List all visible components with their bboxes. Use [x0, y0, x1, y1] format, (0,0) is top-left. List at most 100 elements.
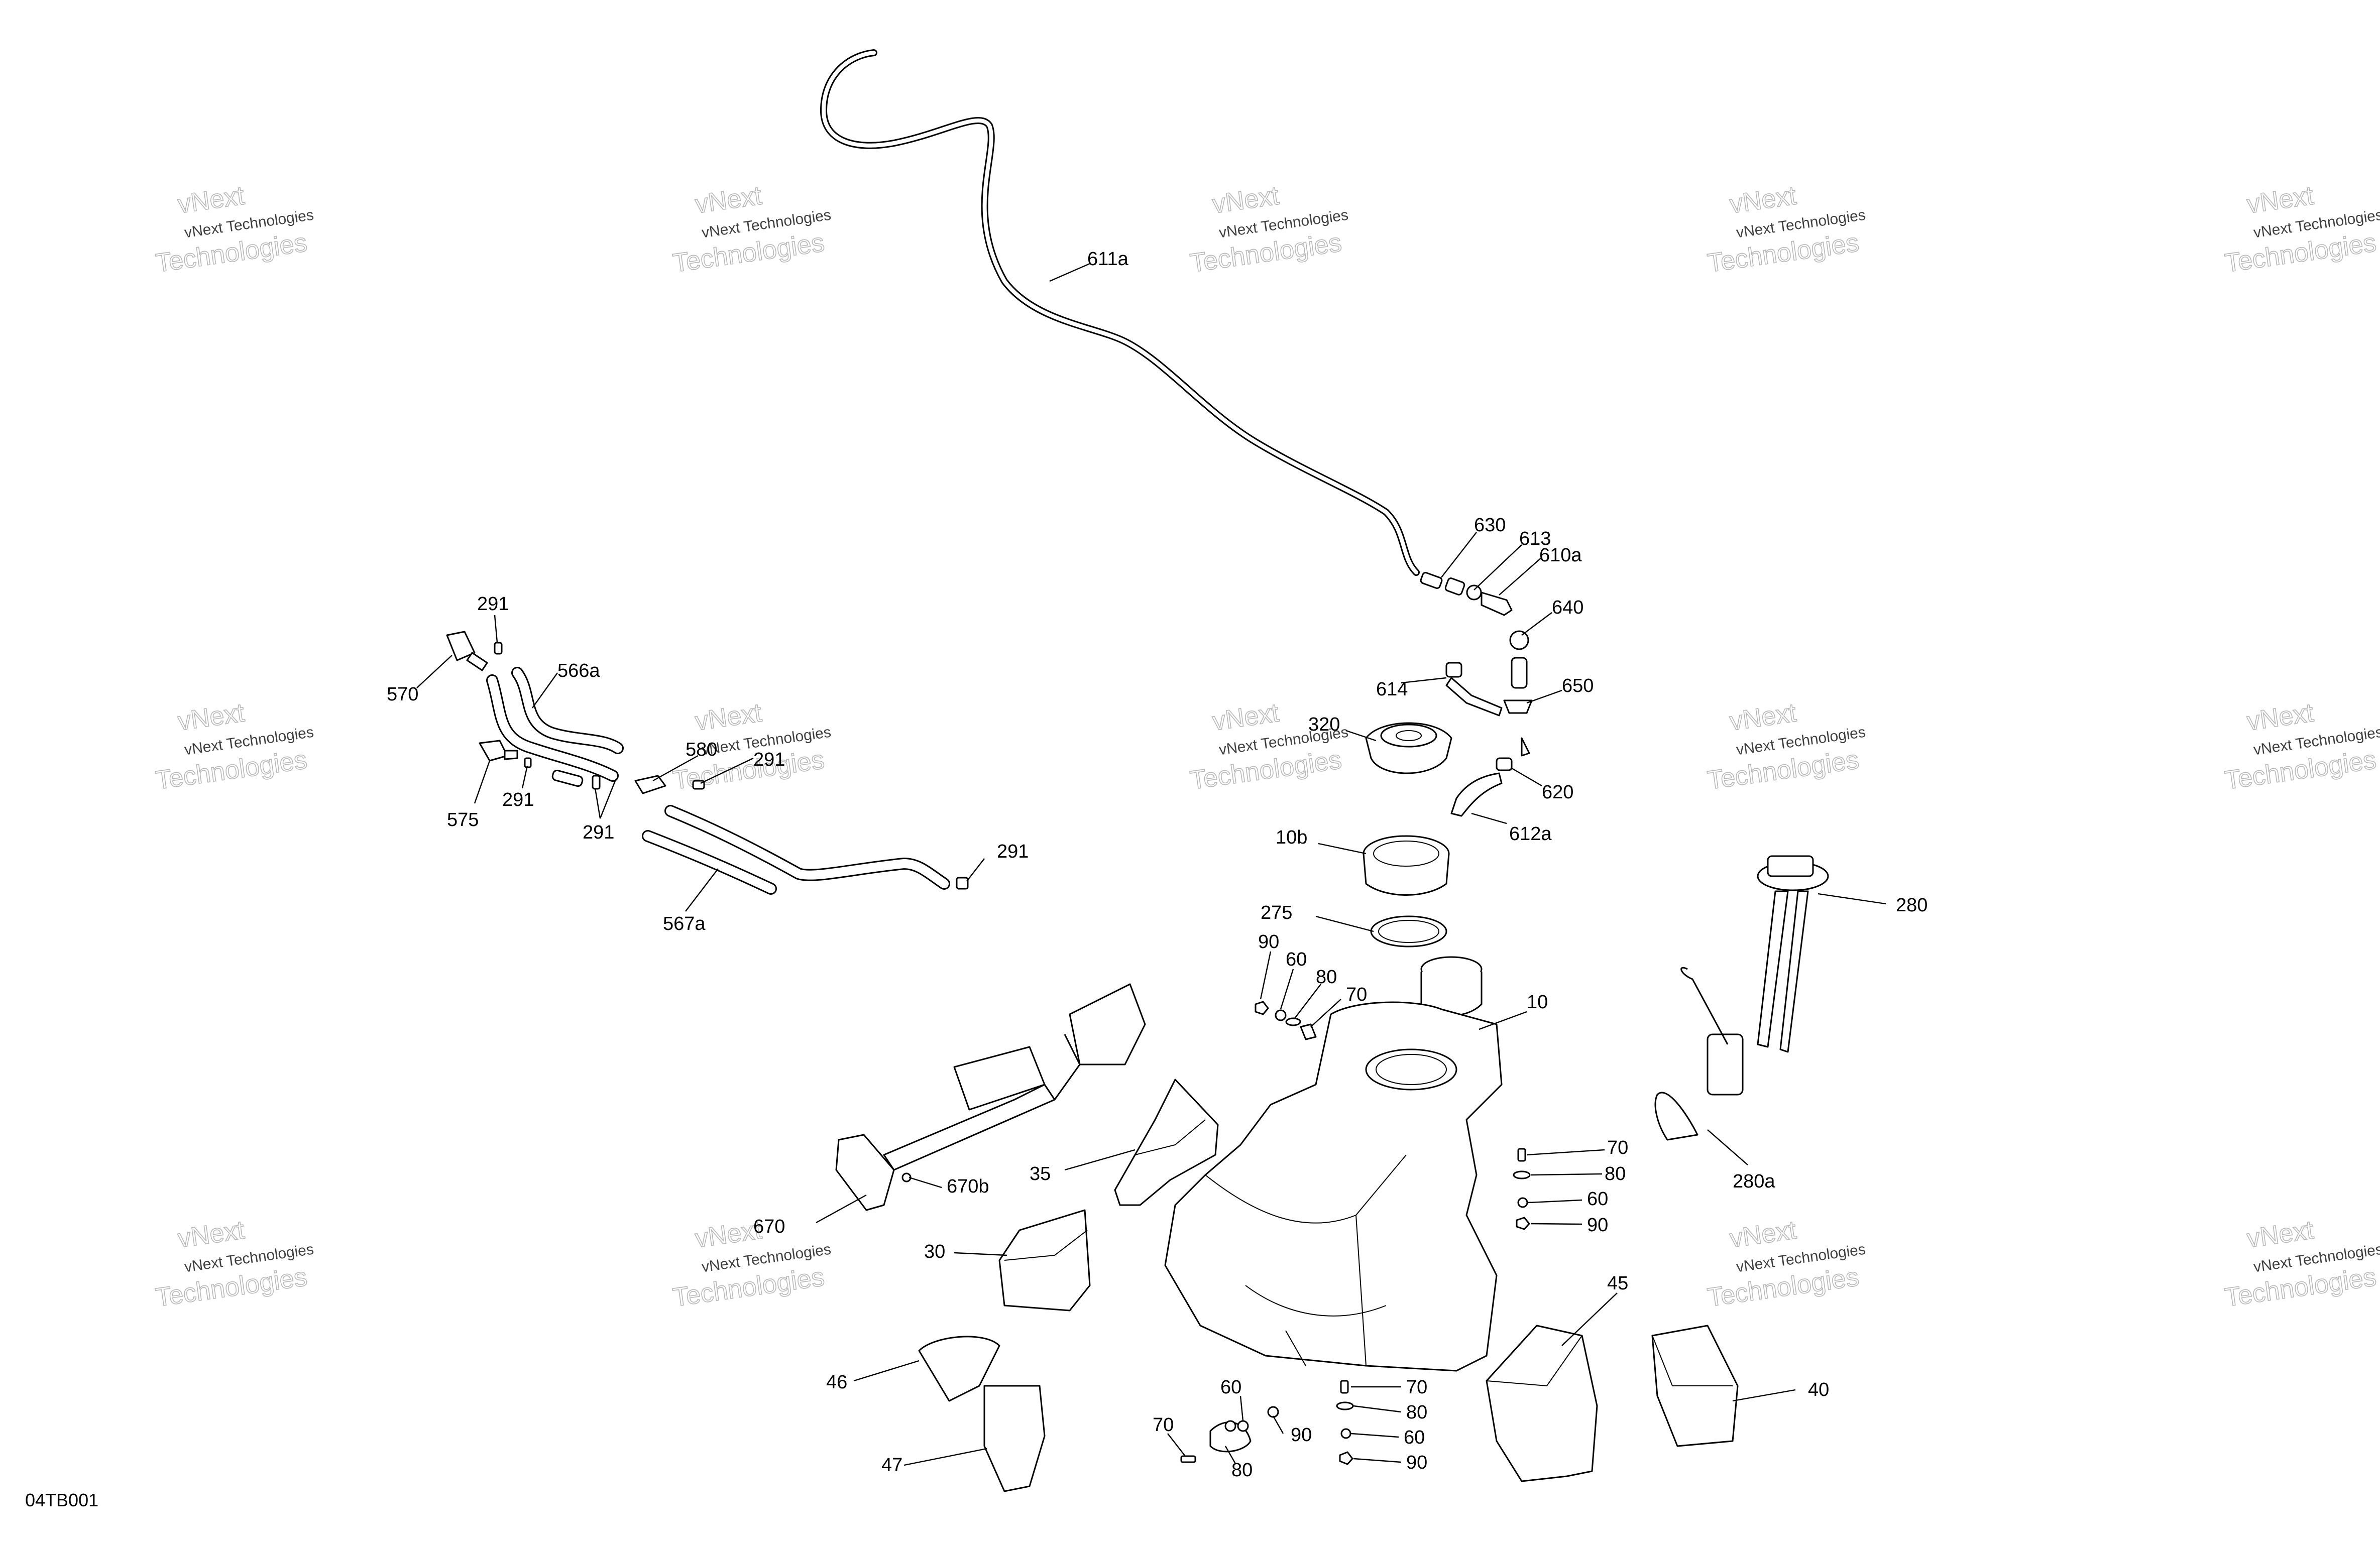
svg-text:Technologies: Technologies — [1188, 228, 1343, 278]
callout-291: 291 — [753, 749, 785, 770]
svg-text:vNext: vNext — [2245, 698, 2315, 736]
callout-90: 90 — [1587, 1215, 1608, 1236]
callout-70: 70 — [1406, 1377, 1427, 1398]
heat-shield-35 — [1114, 1079, 1219, 1206]
callout-80: 80 — [1605, 1163, 1626, 1184]
heat-shield-30 — [998, 1209, 1091, 1312]
callout-650: 650 — [1562, 675, 1594, 696]
callout-670: 670 — [753, 1216, 785, 1237]
svg-text:vNext: vNext — [1210, 181, 1281, 219]
callout-46: 46 — [826, 1372, 847, 1393]
callout-labels: 611a 630 613 610a 640 614 650 320 620 61… — [387, 249, 1928, 1481]
callout-611a: 611a — [1087, 249, 1129, 270]
watermark: vNext vNext Technologies Technologies — [154, 698, 315, 796]
svg-text:Technologies: Technologies — [1706, 1262, 1861, 1313]
fitting-580 — [634, 775, 666, 794]
svg-text:vNext: vNext — [1210, 698, 1281, 736]
callout-613: 613 — [1519, 528, 1551, 549]
watermark: vNext vNext Technologies Technologies — [2223, 698, 2380, 796]
callout-35: 35 — [1030, 1163, 1051, 1184]
callout-612a: 612a — [1509, 823, 1552, 845]
svg-text:vNext: vNext — [1728, 181, 1798, 219]
fuel-tank-10 — [1164, 956, 1503, 1372]
watermark: vNext vNext Technologies Technologies — [671, 181, 832, 279]
leader-lines — [416, 263, 1886, 1466]
callout-280a: 280a — [1733, 1171, 1775, 1192]
callout-40: 40 — [1808, 1379, 1829, 1400]
heat-shield-45 — [1486, 1325, 1598, 1482]
callout-80: 80 — [1406, 1402, 1427, 1423]
svg-text:Technologies: Technologies — [2223, 745, 2378, 795]
watermark: vNext vNext Technologies Technologies — [1706, 181, 1867, 279]
clamp-291-group — [494, 642, 969, 890]
gasket-275 — [1370, 915, 1447, 947]
callout-320: 320 — [1308, 714, 1340, 735]
lock-ring-10b — [1363, 835, 1450, 896]
callout-70: 70 — [1153, 1414, 1174, 1436]
fitting-575 — [479, 740, 518, 762]
bracket-670 — [835, 983, 1146, 1211]
svg-text:vNext: vNext — [2245, 181, 2315, 219]
fuel-pump-280 — [1654, 855, 1829, 1141]
callout-10: 10 — [1527, 992, 1548, 1013]
fitting-570 — [446, 631, 488, 671]
callout-566a: 566a — [557, 660, 600, 681]
callout-291: 291 — [997, 841, 1029, 862]
callout-630: 630 — [1474, 515, 1506, 536]
callout-291: 291 — [583, 822, 614, 843]
svg-text:vNext: vNext — [176, 698, 246, 736]
callout-567a: 567a — [663, 913, 706, 934]
svg-text:Technologies: Technologies — [154, 745, 309, 795]
hardware-set-2 — [1513, 1148, 1531, 1230]
vent-tube-611a — [820, 49, 1420, 576]
watermark: vNext vNext Technologies Technologies — [1188, 698, 1349, 796]
svg-text:Technologies: Technologies — [1706, 228, 1861, 278]
watermark: vNext vNext Technologies Technologies — [1188, 181, 1349, 279]
svg-text:vNext: vNext — [2245, 1215, 2315, 1253]
callout-30: 30 — [924, 1241, 945, 1262]
callout-291: 291 — [502, 789, 534, 810]
callout-10b: 10b — [1276, 827, 1307, 848]
svg-text:vNext: vNext — [1728, 698, 1798, 736]
svg-text:vNext: vNext — [176, 181, 246, 219]
heat-shield-40 — [1651, 1325, 1739, 1447]
svg-text:vNext: vNext — [693, 698, 763, 736]
heat-shield-47 — [983, 1385, 1046, 1492]
callout-60: 60 — [1286, 949, 1307, 970]
svg-text:Technologies: Technologies — [1188, 745, 1343, 795]
svg-text:vNext: vNext — [176, 1215, 246, 1253]
callout-580: 580 — [686, 739, 717, 760]
callout-640: 640 — [1552, 597, 1583, 618]
watermark: vNext vNext Technologies Technologies — [671, 1215, 832, 1313]
callout-280: 280 — [1896, 895, 1928, 916]
svg-text:Technologies: Technologies — [2223, 228, 2378, 278]
watermark: vNext vNext Technologies Technologies — [2223, 181, 2380, 279]
vent-valve-cluster — [1420, 572, 1533, 817]
watermark: vNext vNext Technologies Technologies — [154, 1215, 315, 1313]
callout-670b: 670b — [947, 1176, 989, 1197]
hose-566a — [486, 667, 624, 782]
callout-90: 90 — [1406, 1452, 1427, 1473]
callout-60: 60 — [1404, 1427, 1425, 1448]
reference-code: 04TB001 — [25, 1490, 98, 1510]
callout-60: 60 — [1220, 1377, 1241, 1398]
callout-575: 575 — [447, 809, 479, 830]
callout-291: 291 — [477, 594, 509, 615]
svg-text:Technologies: Technologies — [671, 228, 826, 278]
watermark: vNext vNext Technologies Technologies — [154, 181, 315, 279]
watermark: vNext vNext Technologies Technologies — [1706, 1215, 1867, 1313]
callout-70: 70 — [1607, 1137, 1628, 1158]
svg-text:vNext: vNext — [1728, 1215, 1798, 1253]
svg-text:vNext: vNext — [693, 181, 763, 219]
callout-614: 614 — [1376, 679, 1408, 700]
callout-275: 275 — [1261, 902, 1292, 923]
svg-text:Technologies: Technologies — [2223, 1262, 2378, 1313]
callout-45: 45 — [1607, 1273, 1628, 1294]
svg-text:Technologies: Technologies — [1706, 745, 1861, 795]
svg-text:Technologies: Technologies — [671, 1262, 826, 1313]
watermark: vNext vNext Technologies Technologies — [2223, 1215, 2380, 1313]
callout-610a: 610a — [1539, 545, 1582, 566]
hardware-set-3 — [1180, 1380, 1354, 1465]
callout-60: 60 — [1587, 1189, 1608, 1210]
